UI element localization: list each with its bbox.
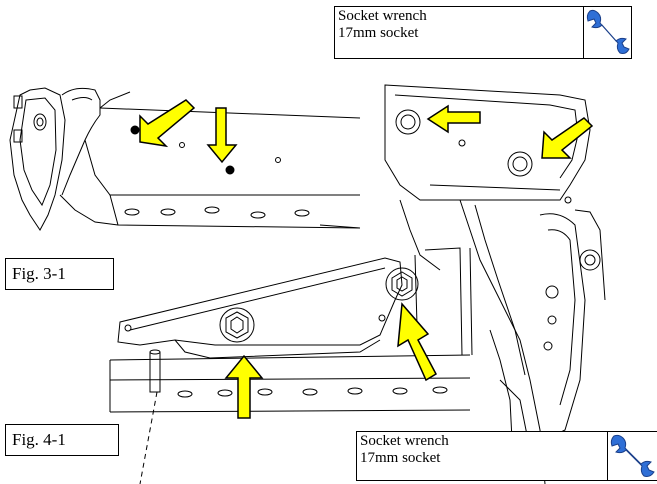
fig4-lower-bracket-drawing xyxy=(109,247,473,484)
arrow-icon xyxy=(206,107,238,164)
arrow-icon xyxy=(139,99,196,148)
wrench-icon xyxy=(583,7,631,58)
tool-callout-text: Socket wrench 17mm socket xyxy=(335,7,430,58)
fig3-bracket-drawing xyxy=(9,87,361,231)
figure-label-3-1: Fig. 3-1 xyxy=(5,258,114,290)
arrow-icon xyxy=(397,302,437,382)
arrow-icon xyxy=(541,117,594,159)
arrow-icon xyxy=(224,354,264,419)
tool-size: 17mm socket xyxy=(338,25,419,41)
tool-callout-top: Socket wrench 17mm socket xyxy=(334,6,632,59)
tool-name: Socket wrench xyxy=(360,433,449,449)
tool-name: Socket wrench xyxy=(338,8,427,24)
tool-callout-text: Socket wrench 17mm socket xyxy=(357,432,452,480)
wrench-icon xyxy=(607,432,657,480)
yellow-arrows xyxy=(139,99,594,419)
tool-callout-bottom: Socket wrench 17mm socket xyxy=(356,431,657,481)
arrow-icon xyxy=(426,104,481,134)
figure-label-4-1: Fig. 4-1 xyxy=(5,424,119,456)
tool-size: 17mm socket xyxy=(360,450,441,466)
